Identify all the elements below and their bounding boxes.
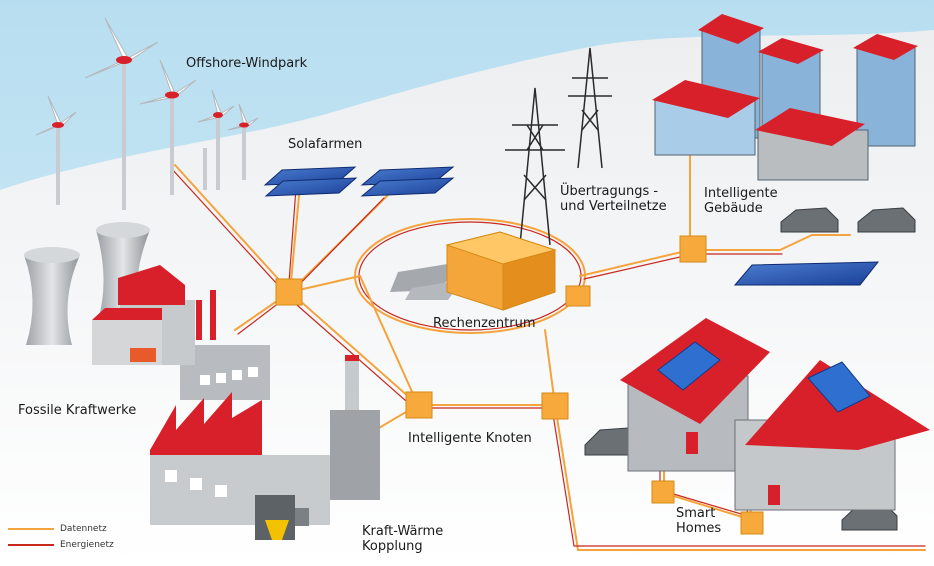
transmission-pylons [505,47,612,246]
label-fossil-power-plants: Fossile Kraftwerke [18,403,137,418]
label-intelligent-nodes: Intelligente Knoten [408,431,532,446]
label-transmission-line2: und Verteilnetze [560,199,667,214]
chp-plant [150,355,380,540]
label-solar-farms: Solafarmen [288,137,363,152]
legend: Datennetz Energienetz [8,521,114,553]
legend-energy-label: Energienetz [60,540,114,550]
legend-data-swatch [8,528,54,530]
legend-data-network: Datennetz [8,521,114,537]
label-smarthomes-line1: Smart [676,506,716,521]
office-buildings [652,14,918,263]
data-center [390,231,591,311]
wind-turbines [35,17,259,210]
legend-energy-swatch [8,544,54,546]
label-intelligent-buildings: Intelligente Gebäude [704,186,778,216]
label-transmission-networks: Übertragungs - und Verteilnetze [560,184,667,214]
label-chp-line1: Kraft-Wärme [362,524,444,539]
solar-farms [263,166,880,286]
label-smarthomes-line2: Homes [676,521,722,536]
smart-homes [620,318,930,511]
fossil-power-plant [92,265,270,400]
label-offshore-windpark: Offshore-Windpark [186,56,308,71]
label-buildings-line2: Gebäude [704,201,763,216]
legend-data-label: Datennetz [60,524,107,534]
label-transmission-line1: Übertragungs - [560,184,659,199]
electric-cars [584,207,916,531]
label-smart-homes: Smart Homes [676,506,721,536]
label-chp: Kraft-Wärme Kopplung [362,524,443,554]
label-data-center: Rechenzentrum [433,316,536,331]
label-chp-line2: Kopplung [362,539,423,554]
network-nodes [275,278,764,535]
legend-energy-network: Energienetz [8,537,114,553]
label-buildings-line1: Intelligente [704,186,778,201]
